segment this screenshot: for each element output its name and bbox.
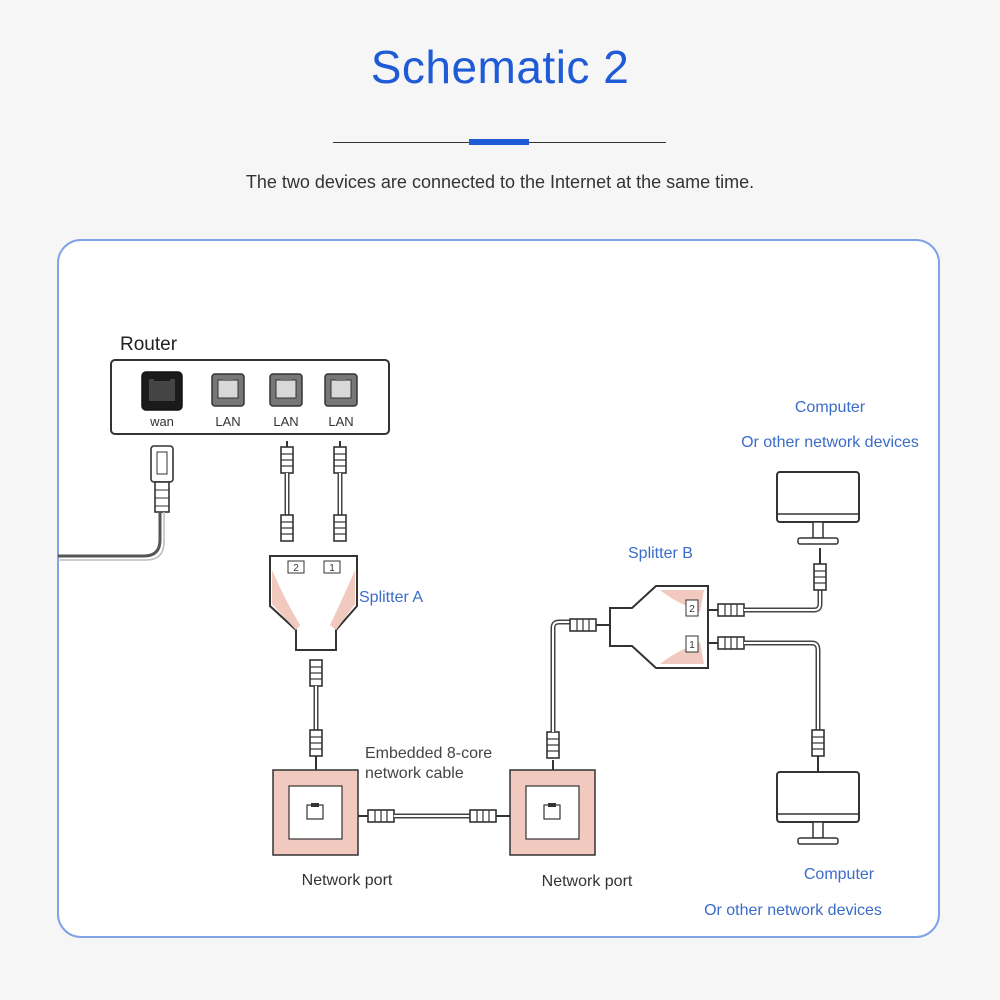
network-port-right bbox=[509, 769, 596, 856]
router-lan-port-1 bbox=[211, 373, 245, 407]
router-lan-port-3 bbox=[324, 373, 358, 407]
computer-bottom-icon bbox=[776, 771, 860, 845]
splitter-b-to-bottom-computer-cable bbox=[708, 636, 825, 772]
splitter-b-port-1: 1 bbox=[689, 640, 695, 651]
router-lan-port-2 bbox=[269, 373, 303, 407]
router: wan LAN LAN LAN bbox=[110, 359, 390, 435]
cable-label-line1: Embedded 8-core bbox=[365, 745, 492, 762]
computer-bottom-label-line1: Computer bbox=[804, 866, 875, 883]
splitter-a-port-2: 2 bbox=[293, 563, 299, 574]
router-label: Router bbox=[120, 334, 178, 355]
splitter-a: 2 1 bbox=[269, 555, 358, 651]
page-subtitle: The two devices are connected to the Int… bbox=[245, 172, 755, 192]
router-port-label-lan3: LAN bbox=[328, 414, 353, 429]
router-port-label-wan: wan bbox=[149, 414, 174, 429]
splitter-b-to-top-computer-cable bbox=[708, 548, 827, 617]
wan-cable bbox=[58, 445, 174, 561]
network-port-left bbox=[272, 769, 359, 856]
computer-bottom-label-line2: Or other network devices bbox=[704, 902, 882, 919]
network-port-right-label: Network port bbox=[542, 873, 633, 890]
computer-top-label-line1: Computer bbox=[795, 399, 866, 416]
router-port-label-lan2: LAN bbox=[273, 414, 298, 429]
router-to-splitter-a-cables bbox=[280, 441, 347, 542]
embedded-cable bbox=[358, 809, 510, 823]
title-divider-accent bbox=[469, 139, 529, 145]
splitter-a-port-1: 1 bbox=[329, 563, 335, 574]
splitter-b: 2 1 bbox=[609, 585, 709, 669]
splitter-b-label: Splitter B bbox=[628, 545, 693, 562]
computer-top-label-line2: Or other network devices bbox=[741, 434, 919, 451]
splitter-a-label: Splitter A bbox=[359, 589, 423, 606]
router-wan-port bbox=[141, 371, 183, 411]
router-port-label-lan1: LAN bbox=[215, 414, 240, 429]
wall-to-splitter-b-cable bbox=[546, 618, 610, 770]
splitter-a-to-wall-cable bbox=[309, 659, 323, 770]
network-port-left-label: Network port bbox=[302, 872, 393, 889]
splitter-b-port-2: 2 bbox=[689, 604, 695, 615]
computer-top-icon bbox=[776, 471, 860, 545]
page-title: Schematic 2 bbox=[370, 41, 630, 93]
cable-label-line2: network cable bbox=[365, 765, 464, 782]
